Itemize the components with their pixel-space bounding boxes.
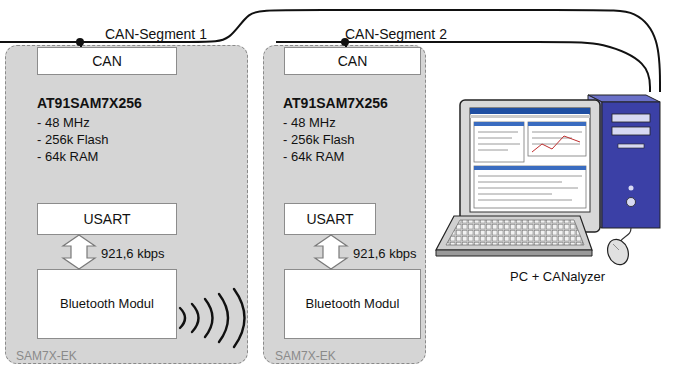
radio-waves bbox=[180, 289, 245, 347]
can-box: CAN bbox=[284, 47, 421, 75]
text-slot: SAM7X-EK bbox=[275, 346, 336, 364]
box-label: CAN bbox=[338, 53, 368, 69]
board-name: SAM7X-EK bbox=[275, 349, 336, 363]
text-slot: SAM7X-EK bbox=[16, 346, 77, 364]
board-name: SAM7X-EK bbox=[16, 349, 77, 363]
can-bus-stub bbox=[0, 41, 80, 43]
uart-link-arrow bbox=[63, 235, 95, 269]
spec-line: - 256k Flash bbox=[37, 132, 109, 147]
usart-box: USART bbox=[37, 203, 177, 235]
baud-rate-label: 921,6 kbps bbox=[353, 246, 417, 261]
can-bus-line bbox=[346, 42, 650, 92]
edge-label-slot: 921,6 kbps bbox=[353, 244, 417, 262]
bus-label: CAN-Segment 2 bbox=[345, 26, 447, 42]
box-label: USART bbox=[306, 211, 353, 227]
spec-line: - 64k RAM bbox=[37, 149, 98, 164]
box-label: Bluetooth Modul bbox=[306, 297, 400, 312]
bluetooth-box: Bluetooth Modul bbox=[37, 269, 177, 339]
can-bus-line bbox=[81, 10, 660, 92]
edge-label-slot: CAN-Segment 2 bbox=[345, 25, 447, 43]
box-label: USART bbox=[83, 211, 130, 227]
pc-illustration bbox=[436, 95, 660, 268]
usart-box: USART bbox=[284, 203, 376, 235]
text-slot: - 48 MHz bbox=[37, 113, 90, 131]
spec-line: - 48 MHz bbox=[37, 115, 90, 130]
text-slot: - 64k RAM bbox=[37, 147, 98, 165]
edge-label-slot: 921,6 kbps bbox=[101, 244, 165, 262]
board-panel: AT91SAM7X256 - 48 MHz - 256k Flash - 64k RA… bbox=[263, 45, 426, 364]
chip-name: AT91SAM7X256 bbox=[283, 95, 388, 111]
can-box: CAN bbox=[37, 47, 177, 75]
uart-link-arrow bbox=[315, 235, 347, 269]
bus-label: CAN-Segment 1 bbox=[105, 26, 207, 42]
spec-line: - 48 MHz bbox=[283, 115, 336, 130]
box-label: CAN bbox=[92, 53, 122, 69]
can-bus-stub bbox=[276, 41, 345, 43]
pc-label: PC + CANalyzer bbox=[510, 269, 605, 284]
text-slot: - 256k Flash bbox=[283, 130, 355, 148]
edge-label-slot: CAN-Segment 1 bbox=[105, 25, 207, 43]
text-slot: - 256k Flash bbox=[37, 130, 109, 148]
spec-line: - 256k Flash bbox=[283, 132, 355, 147]
text-slot: AT91SAM7X256 bbox=[37, 94, 142, 112]
text-slot: - 48 MHz bbox=[283, 113, 336, 131]
text-slot: AT91SAM7X256 bbox=[283, 94, 388, 112]
box-label: Bluetooth Modul bbox=[60, 297, 154, 312]
text-slot: - 64k RAM bbox=[283, 147, 344, 165]
spec-line: - 64k RAM bbox=[283, 149, 344, 164]
bluetooth-box: Bluetooth Modul bbox=[284, 269, 421, 339]
chip-name: AT91SAM7X256 bbox=[37, 95, 142, 111]
baud-rate-label: 921,6 kbps bbox=[101, 246, 165, 261]
text-slot: PC + CANalyzer bbox=[510, 267, 605, 285]
